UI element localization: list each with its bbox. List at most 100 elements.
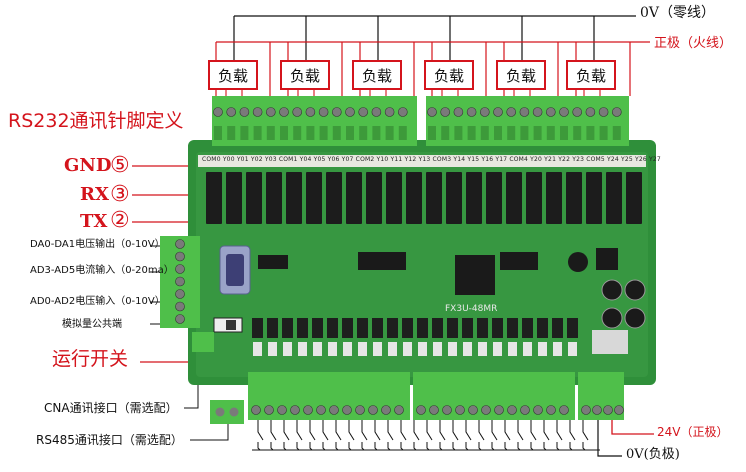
optocoupler <box>357 318 368 338</box>
terminal-slot <box>372 126 381 140</box>
terminal-screw <box>252 107 263 117</box>
terminal-screw <box>481 405 491 415</box>
terminal-slot <box>227 126 236 140</box>
terminal-slot <box>586 126 595 140</box>
power-module <box>592 330 628 354</box>
terminal-screw <box>355 405 365 415</box>
input-wire <box>530 420 537 451</box>
analog-terminal-screws <box>175 239 185 324</box>
input-wire <box>270 420 277 451</box>
ic-chip <box>500 252 538 270</box>
relay <box>306 172 322 224</box>
terminal-screw <box>442 405 452 415</box>
terminal-screw <box>279 107 289 117</box>
terminal-screw <box>453 107 464 117</box>
resistor <box>523 342 532 356</box>
input-wire <box>374 420 381 451</box>
optocoupler <box>477 318 488 338</box>
resistor <box>448 342 457 356</box>
input-wire <box>582 420 589 451</box>
resistor <box>313 342 322 356</box>
terminal-slot <box>385 126 394 140</box>
terminal-screw <box>175 289 185 299</box>
terminal-slot <box>346 126 354 140</box>
relay <box>446 172 462 224</box>
terminal-slot <box>546 126 555 140</box>
relay <box>566 172 582 224</box>
terminal-label-strip <box>198 155 646 167</box>
rs232-pin-tx-number: ② <box>110 208 130 233</box>
terminal-slot <box>467 126 476 140</box>
input-wire <box>322 420 329 451</box>
terminal-screw <box>494 405 504 415</box>
relay <box>526 172 542 224</box>
resistor <box>328 342 337 356</box>
analog-common-label: 模拟量公共端 <box>62 319 122 330</box>
terminal-screw <box>559 405 569 415</box>
input-wire <box>439 420 446 451</box>
terminal-slot <box>480 126 489 140</box>
optocoupler <box>372 318 383 338</box>
input-wire <box>400 420 407 451</box>
optocoupler <box>552 318 563 338</box>
optocoupler <box>402 318 413 338</box>
power-positive-leader <box>611 420 654 435</box>
rs232-pin-gnd-number: ⑤ <box>110 153 130 178</box>
capacitor <box>624 279 646 301</box>
terminal-slot <box>507 126 516 140</box>
terminal-screw <box>175 264 185 274</box>
da-output-label: DA0-DA1电压输出（0-10V） <box>30 239 165 250</box>
terminal-slot <box>266 126 275 140</box>
terminal-slot <box>454 126 463 140</box>
rs485-port-label: RS485通讯接口（需选配） <box>36 433 183 447</box>
input-wire <box>257 420 264 451</box>
relay <box>486 172 502 224</box>
input-wire <box>309 420 316 451</box>
terminal-slot <box>293 126 302 140</box>
optocoupler <box>282 318 293 338</box>
optocoupler <box>462 318 473 338</box>
terminal-screw <box>229 407 239 417</box>
input-wire <box>387 420 394 451</box>
power-negative-label: 0V(负极) <box>626 447 680 462</box>
terminal-screw <box>427 107 437 117</box>
top-terminal-screws <box>213 107 622 140</box>
load-box-5: 负载 <box>496 60 546 90</box>
input-wire <box>517 420 524 451</box>
terminal-slot <box>306 126 315 140</box>
resistor <box>298 342 307 356</box>
terminal-slot <box>332 126 341 140</box>
terminal-slot <box>573 126 582 140</box>
terminal-screw <box>468 405 478 415</box>
rs232-pin-rx-number: ③ <box>110 182 130 207</box>
rs485-leader <box>190 424 229 441</box>
capacitor <box>601 307 623 329</box>
terminal-screw <box>545 107 556 117</box>
terminal-slot <box>240 126 249 140</box>
input-wire <box>543 420 550 451</box>
terminal-screw <box>175 301 185 312</box>
regulator <box>596 248 618 270</box>
relay <box>546 172 562 224</box>
terminal-screw <box>175 276 185 287</box>
optocoupler <box>342 318 353 338</box>
relay <box>286 172 302 224</box>
optocoupler <box>447 318 458 338</box>
cna-port-label: CNA通讯接口（需选配） <box>44 401 178 415</box>
optocoupler <box>507 318 518 338</box>
resistor <box>463 342 472 356</box>
resistor <box>553 342 562 356</box>
rs232-pin-rx-label: RX <box>80 184 109 205</box>
relay <box>606 172 622 224</box>
terminal-slot <box>319 126 328 140</box>
resistor <box>388 342 397 356</box>
relay <box>426 172 442 224</box>
relay <box>326 172 342 224</box>
terminal-screw <box>290 405 300 415</box>
optocoupler-row <box>252 318 578 356</box>
terminal-screw <box>226 107 236 117</box>
terminal-screw <box>368 405 378 415</box>
input-wire <box>504 420 511 451</box>
terminal-screw <box>416 405 426 415</box>
